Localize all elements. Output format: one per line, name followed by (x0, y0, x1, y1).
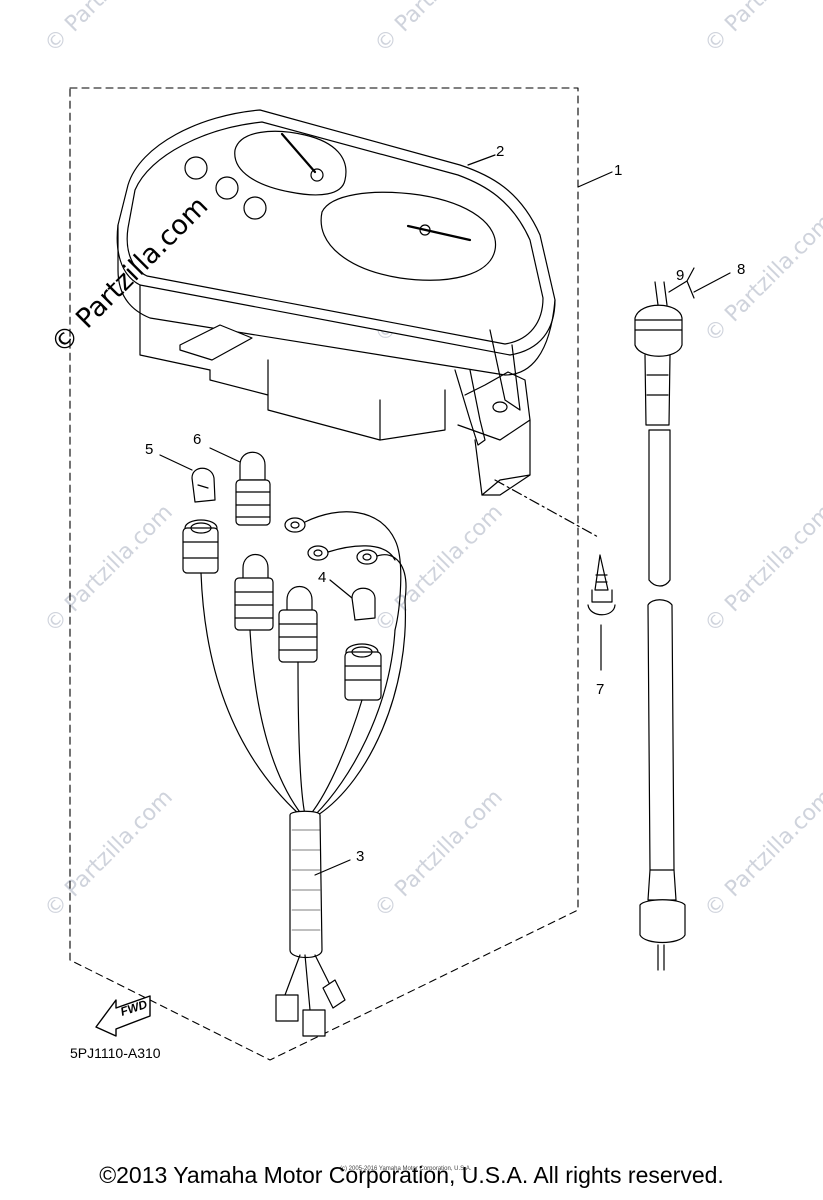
callout-1: 1 (614, 162, 623, 179)
bulb-socket-b (234, 553, 274, 631)
bulb-small-5 (191, 467, 216, 503)
callout-5: 5 (145, 441, 154, 458)
bulb-6 (235, 451, 271, 526)
callout-2: 2 (496, 143, 505, 160)
bulb-small-4 (351, 587, 376, 621)
diagram-code: 5PJ1110-A310 (70, 1045, 161, 1061)
meter-housing (116, 109, 556, 496)
leader-2 (467, 154, 496, 166)
leader-1 (577, 171, 613, 188)
leader-5 (159, 454, 193, 471)
callout-7: 7 (596, 681, 605, 698)
fwd-arrow-icon (95, 995, 151, 1037)
callout-6: 6 (193, 431, 202, 448)
callout-4: 4 (318, 569, 327, 586)
bulb-socket-c (278, 585, 318, 663)
assembly-boundary (69, 87, 579, 1061)
leader-3 (314, 859, 351, 876)
wiring-harness (200, 572, 407, 1037)
small-copyright: (c) 2005-2016 Yamaha Motor Corporation, … (340, 1166, 472, 1172)
callout-3: 3 (356, 848, 365, 865)
socket-d (344, 643, 382, 701)
callout-9: 9 (676, 267, 685, 284)
footer-copyright: ©2013 Yamaha Motor Corporation, U.S.A. A… (99, 1162, 724, 1188)
leader-6 (209, 447, 241, 463)
leader-8 (693, 272, 731, 293)
speedometer-cable (634, 281, 686, 971)
callout-8: 8 (737, 261, 746, 278)
socket-a (182, 519, 219, 574)
leader-9 (668, 267, 695, 299)
leader-4 (329, 579, 353, 599)
ring-terminals (284, 511, 407, 631)
screw-7 (494, 479, 616, 671)
